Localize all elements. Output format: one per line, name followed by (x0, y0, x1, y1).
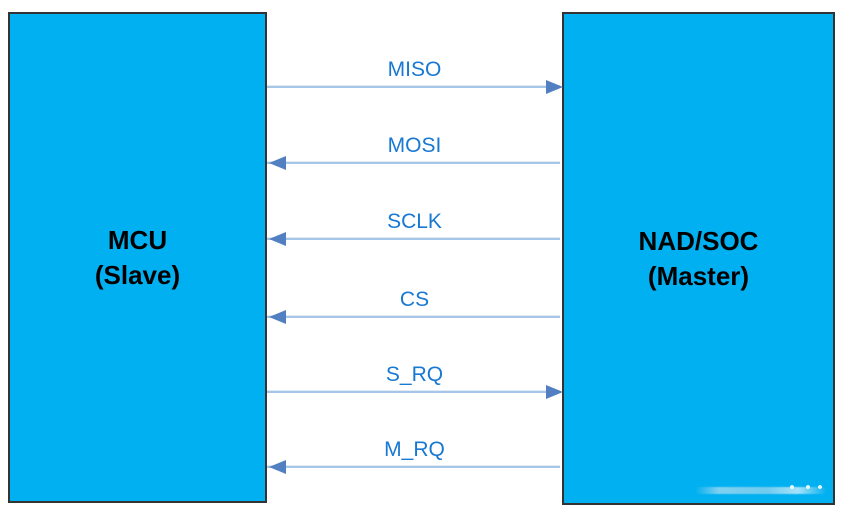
nad-soc-box-title: NAD/SOC (638, 225, 759, 256)
signal-line (267, 86, 560, 88)
arrow-right-icon (546, 80, 563, 94)
arrow-left-icon (269, 310, 286, 324)
arrow-left-icon (269, 232, 286, 246)
nad-soc-box-subtitle: (Master) (647, 260, 750, 291)
signal-label: CS (399, 288, 430, 311)
signal-line (267, 466, 560, 468)
signal-label: M_RQ (384, 438, 445, 461)
mcu-slave-box: MCU (Slave) (8, 12, 267, 503)
signal-label: MISO (387, 58, 442, 81)
signal-label: SCLK (387, 210, 442, 233)
signal-line (267, 162, 560, 164)
watermark-smudge (695, 487, 827, 494)
arrow-right-icon (546, 385, 563, 399)
signal-label: S_RQ (385, 363, 444, 386)
signal-line (267, 391, 560, 393)
signal-line (267, 316, 560, 318)
arrow-left-icon (269, 156, 286, 170)
mcu-box-subtitle: (Slave) (94, 259, 181, 290)
arrow-left-icon (269, 460, 286, 474)
watermark-dots (788, 485, 828, 490)
signal-label: MOSI (387, 134, 442, 157)
nad-soc-master-box: NAD/SOC (Master) (562, 12, 835, 505)
mcu-box-title: MCU (107, 224, 168, 255)
signal-line (267, 238, 560, 240)
